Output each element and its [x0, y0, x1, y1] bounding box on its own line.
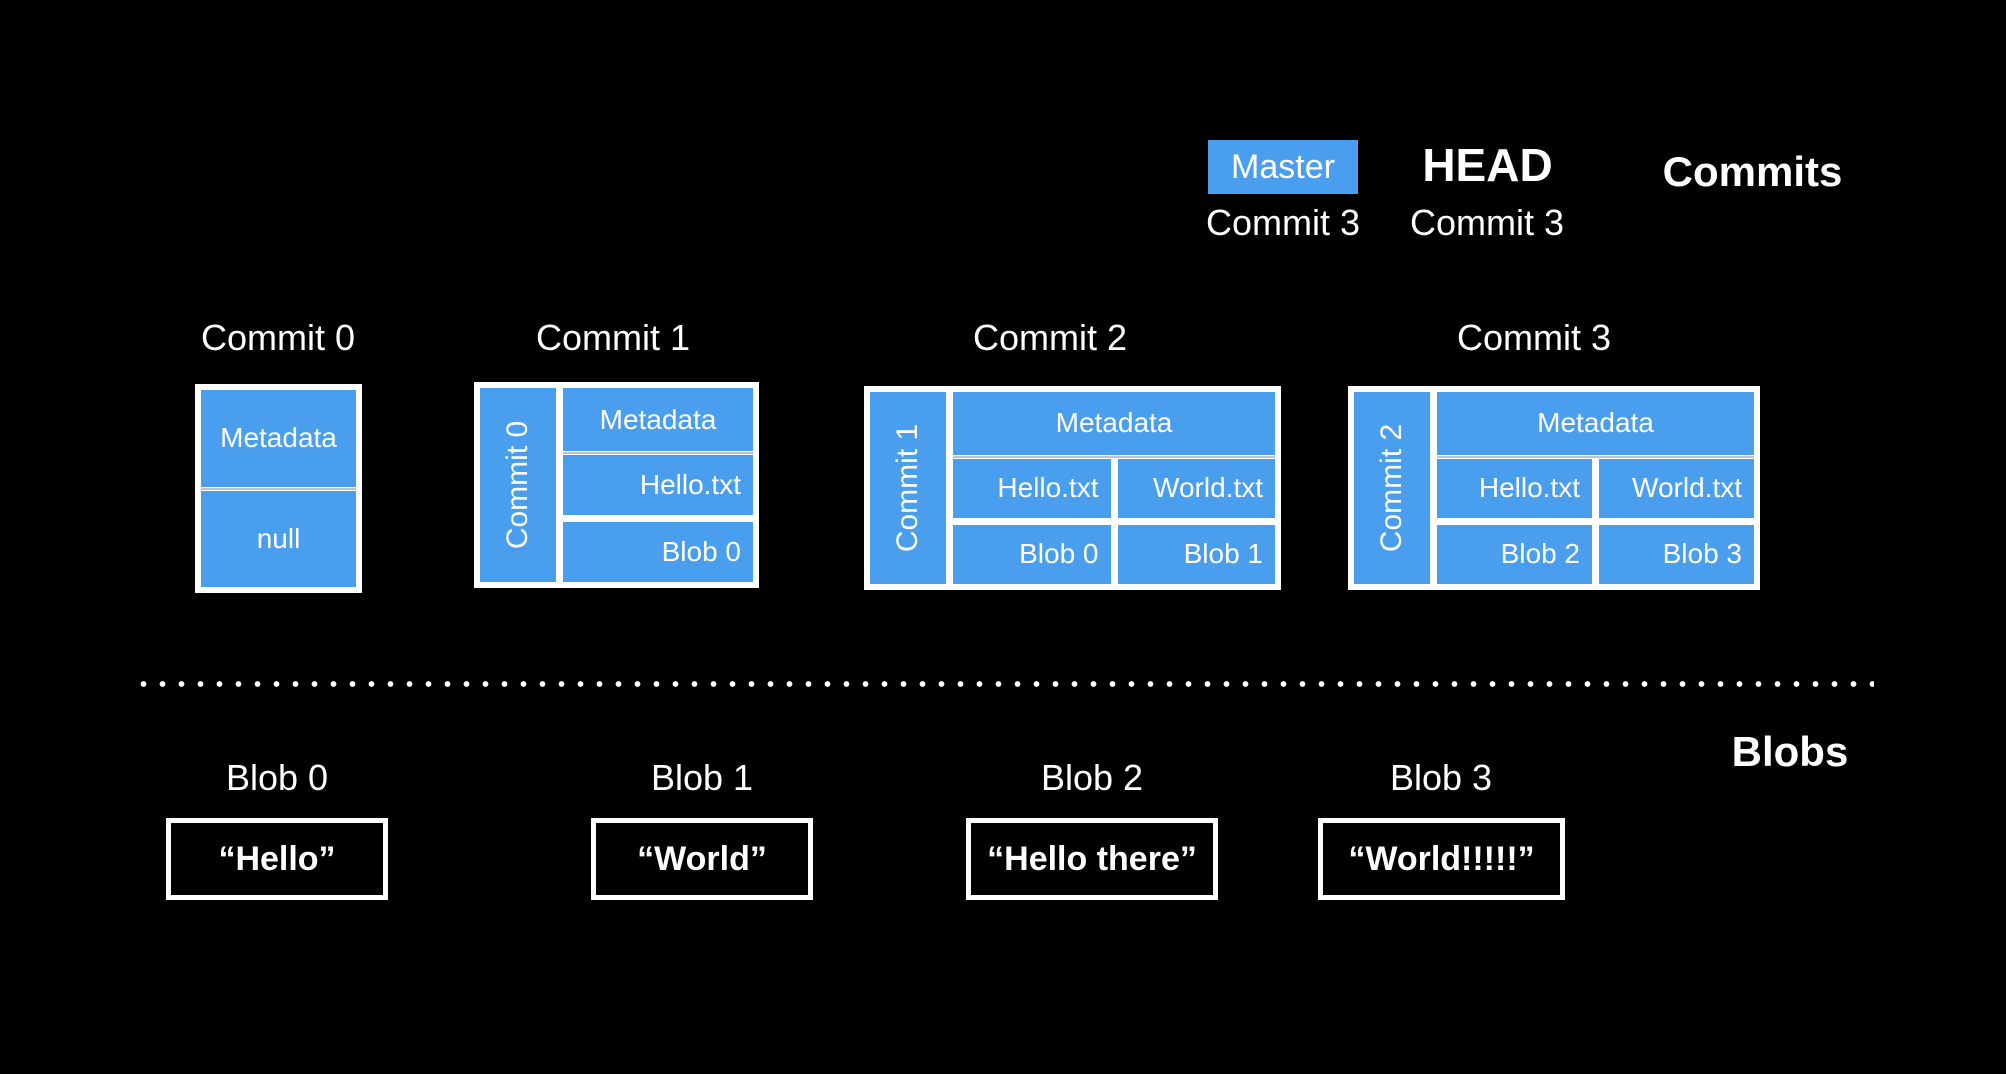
blob-ref-cell: Blob 2	[1437, 524, 1592, 584]
master-ref-commit: Commit 3	[1205, 202, 1361, 243]
blob3-title: Blob 3	[1389, 757, 1493, 798]
file-blob-grid: Hello.txt Blob 0	[563, 455, 753, 582]
null-parent-cell: null	[201, 490, 356, 587]
file-cell: World.txt	[1117, 458, 1275, 518]
file-cell: Hello.txt	[1437, 458, 1592, 518]
parent-ref-label: Commit 1	[891, 423, 924, 553]
master-branch-badge: Master	[1208, 140, 1358, 194]
file-blob-grid: Hello.txt World.txt Blob 2 Blob 3	[1437, 458, 1754, 584]
metadata-cell: Metadata	[1437, 392, 1754, 455]
metadata-cell: Metadata	[201, 390, 356, 487]
commit2-box: Commit 1 Metadata Hello.txt World.txt Bl…	[864, 386, 1281, 590]
blob0-title: Blob 0	[225, 757, 329, 798]
file-cell: World.txt	[1599, 458, 1754, 518]
commit1-box: Commit 0 Metadata Hello.txt Blob 0	[474, 382, 759, 588]
blob-ref-cell: Blob 3	[1599, 524, 1754, 584]
blob-ref-cell: Blob 0	[953, 524, 1111, 584]
file-blob-grid: Hello.txt World.txt Blob 0 Blob 1	[953, 458, 1275, 584]
commit1-body: Metadata Hello.txt Blob 0	[563, 388, 753, 582]
commits-section-title: Commits	[1662, 148, 1843, 195]
blob3-box: “World!!!!!”	[1318, 818, 1565, 900]
blob0-box: “Hello”	[166, 818, 388, 900]
commit0-body: Metadata null	[201, 390, 356, 587]
commit0-box: Metadata null	[195, 384, 362, 593]
cell-separator	[201, 486, 356, 491]
blob1-title: Blob 1	[650, 757, 754, 798]
file-cell: Hello.txt	[953, 458, 1111, 518]
commit3-title: Commit 3	[1456, 317, 1612, 358]
parent-ref-cell: Commit 2	[1354, 392, 1430, 584]
commit3-body: Metadata Hello.txt World.txt Blob 2 Blob…	[1437, 392, 1754, 584]
metadata-cell: Metadata	[563, 388, 753, 452]
cell-separator	[1437, 454, 1754, 459]
blob2-box: “Hello there”	[966, 818, 1218, 900]
parent-ref-label: Commit 2	[1375, 423, 1408, 553]
cell-separator	[953, 454, 1275, 459]
head-ref-commit: Commit 3	[1409, 202, 1565, 243]
file-cell: Hello.txt	[563, 455, 753, 516]
commit2-title: Commit 2	[972, 317, 1128, 358]
parent-ref-cell: Commit 1	[870, 392, 946, 584]
metadata-cell: Metadata	[953, 392, 1275, 455]
commit2-body: Metadata Hello.txt World.txt Blob 0 Blob…	[953, 392, 1275, 584]
cell-separator	[563, 451, 753, 456]
commit1-title: Commit 1	[535, 317, 691, 358]
blob2-title: Blob 2	[1040, 757, 1144, 798]
commit0-title: Commit 0	[200, 317, 356, 358]
parent-ref-cell: Commit 0	[480, 388, 556, 582]
dotted-divider	[134, 681, 1874, 687]
blob-ref-cell: Blob 1	[1117, 524, 1275, 584]
blob-ref-cell: Blob 0	[563, 522, 753, 582]
parent-ref-label: Commit 0	[501, 420, 534, 550]
blob1-box: “World”	[591, 818, 813, 900]
commit3-box: Commit 2 Metadata Hello.txt World.txt Bl…	[1348, 386, 1760, 590]
head-label: HEAD	[1422, 139, 1553, 191]
blobs-section-title: Blobs	[1731, 728, 1849, 775]
